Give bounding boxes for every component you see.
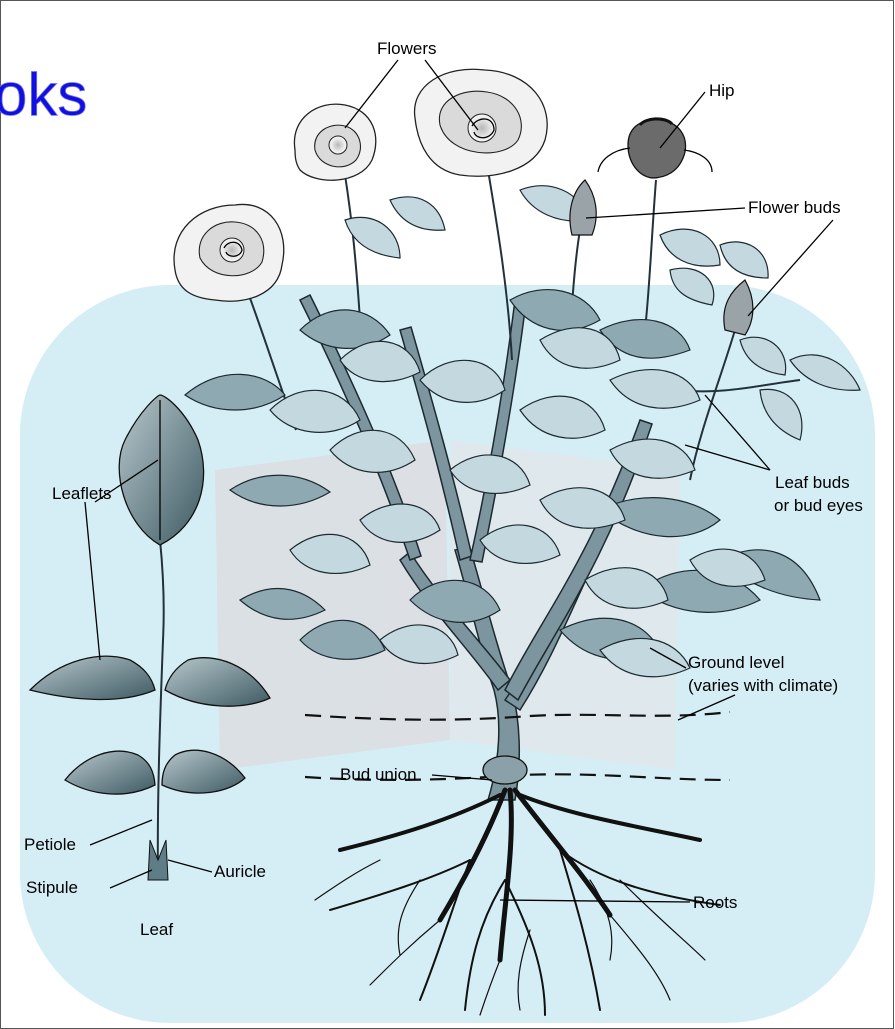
rose-flower-top-left bbox=[294, 104, 375, 180]
label-petiole: Petiole bbox=[24, 835, 76, 854]
label-roots: Roots bbox=[693, 893, 737, 912]
brand-fragment: oks bbox=[0, 61, 87, 128]
label-leaflets: Leaflets bbox=[52, 484, 112, 503]
label-flower-buds: Flower buds bbox=[748, 198, 841, 217]
label-leaf-buds: Leaf buds bbox=[775, 473, 850, 492]
label-auricle: Auricle bbox=[214, 862, 266, 881]
label-bud-union: Bud union bbox=[340, 765, 417, 784]
label-leaf: Leaf bbox=[140, 920, 173, 939]
label-flowers: Flowers bbox=[377, 39, 437, 58]
label-ground-level-sub: (varies with climate) bbox=[688, 676, 838, 695]
label-ground-level: Ground level bbox=[688, 653, 784, 672]
label-stipule: Stipule bbox=[26, 878, 78, 897]
rose-flower-top-center bbox=[415, 69, 548, 176]
label-hip: Hip bbox=[709, 81, 735, 100]
label-leaf-buds-sub: or bud eyes bbox=[774, 496, 863, 515]
